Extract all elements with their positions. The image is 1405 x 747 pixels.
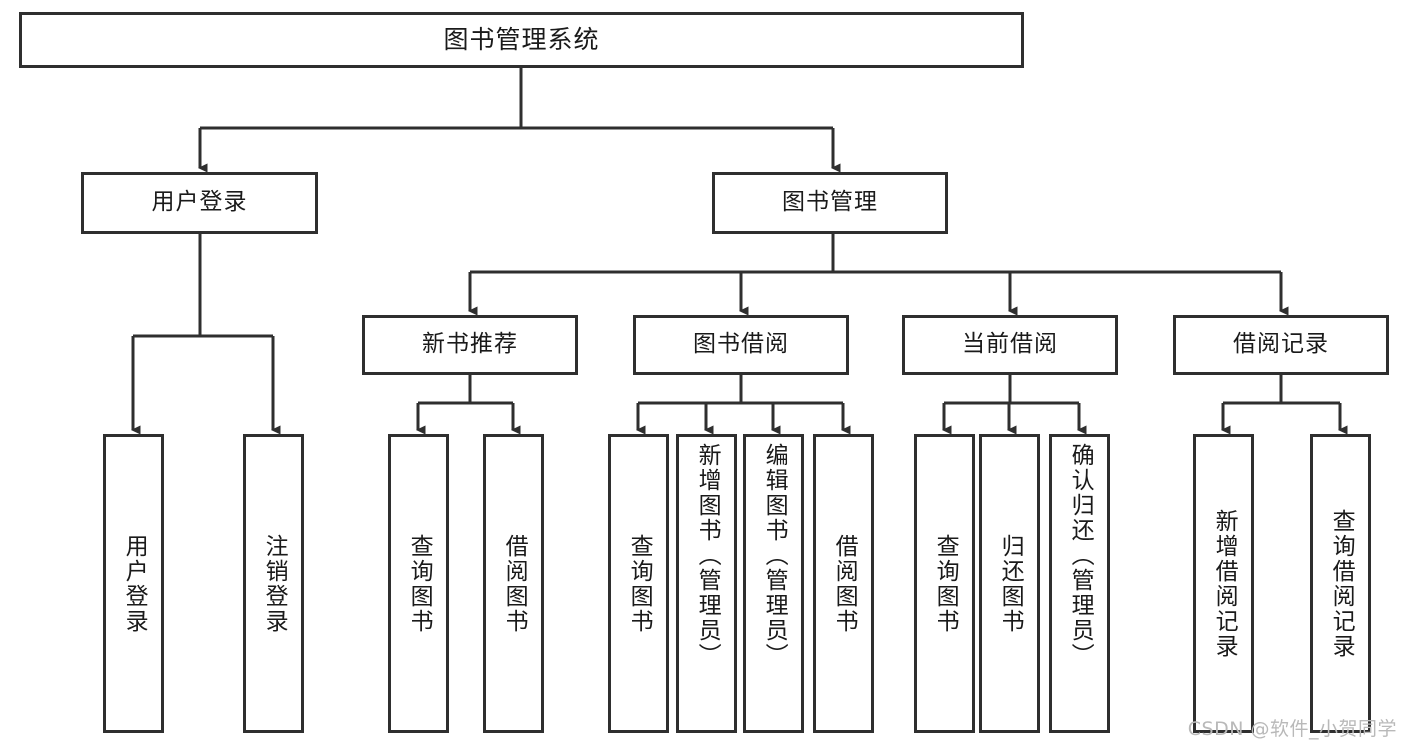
leaf-borrow-book-1[interactable]: 借阅图书 — [483, 434, 544, 733]
leaf-query-book-3-label: 查询图书 — [932, 533, 959, 634]
leaf-confirm-return[interactable]: 确认归还（管理员） — [1049, 434, 1110, 733]
leaf-edit-book[interactable]: 编辑图书（管理员） — [743, 434, 804, 733]
node-book-management-label: 图书管理 — [782, 189, 878, 216]
node-user-login-label: 用户登录 — [151, 189, 248, 216]
leaf-add-record[interactable]: 新增借阅记录 — [1193, 434, 1254, 733]
watermark: CSDN @软件_小贺同学 — [1187, 718, 1397, 740]
leaf-add-book[interactable]: 新增图书（管理员） — [676, 434, 737, 733]
leaf-logout-login-label: 注销登录 — [261, 533, 288, 634]
leaf-edit-book-label: 编辑图书（管理员） — [761, 443, 788, 668]
leaf-query-book-2[interactable]: 查询图书 — [608, 434, 669, 733]
node-root-label: 图书管理系统 — [443, 25, 600, 55]
node-current-borrow-label: 当前借阅 — [962, 331, 1058, 358]
node-book-borrow[interactable]: 图书借阅 — [633, 315, 849, 375]
leaf-return-book-label: 归还图书 — [997, 533, 1024, 634]
node-book-borrow-label: 图书借阅 — [693, 331, 789, 358]
node-user-login[interactable]: 用户登录 — [81, 172, 318, 234]
leaf-query-record-label: 查询借阅记录 — [1328, 508, 1355, 659]
leaf-return-book[interactable]: 归还图书 — [979, 434, 1040, 733]
leaf-query-book-2-label: 查询图书 — [626, 533, 653, 634]
leaf-add-book-label: 新增图书（管理员） — [694, 443, 721, 668]
leaf-confirm-return-label: 确认归还（管理员） — [1067, 443, 1094, 668]
leaf-borrow-book-2[interactable]: 借阅图书 — [813, 434, 874, 733]
leaf-query-book-1-label: 查询图书 — [406, 533, 433, 634]
node-new-book-recommend-label: 新书推荐 — [422, 331, 518, 358]
leaf-user-login[interactable]: 用户登录 — [103, 434, 164, 733]
leaf-logout-login[interactable]: 注销登录 — [243, 434, 304, 733]
leaf-query-book-1[interactable]: 查询图书 — [388, 434, 449, 733]
node-borrow-record-label: 借阅记录 — [1233, 331, 1329, 358]
node-borrow-record[interactable]: 借阅记录 — [1173, 315, 1389, 375]
leaf-query-book-3[interactable]: 查询图书 — [914, 434, 975, 733]
leaf-query-record[interactable]: 查询借阅记录 — [1310, 434, 1371, 733]
leaf-user-login-label: 用户登录 — [121, 533, 148, 634]
leaf-add-record-label: 新增借阅记录 — [1211, 508, 1238, 659]
node-book-management[interactable]: 图书管理 — [712, 172, 948, 234]
node-current-borrow[interactable]: 当前借阅 — [902, 315, 1118, 375]
node-root[interactable]: 图书管理系统 — [19, 12, 1024, 68]
leaf-borrow-book-2-label: 借阅图书 — [831, 533, 858, 634]
leaf-borrow-book-1-label: 借阅图书 — [501, 533, 528, 634]
node-new-book-recommend[interactable]: 新书推荐 — [362, 315, 578, 375]
